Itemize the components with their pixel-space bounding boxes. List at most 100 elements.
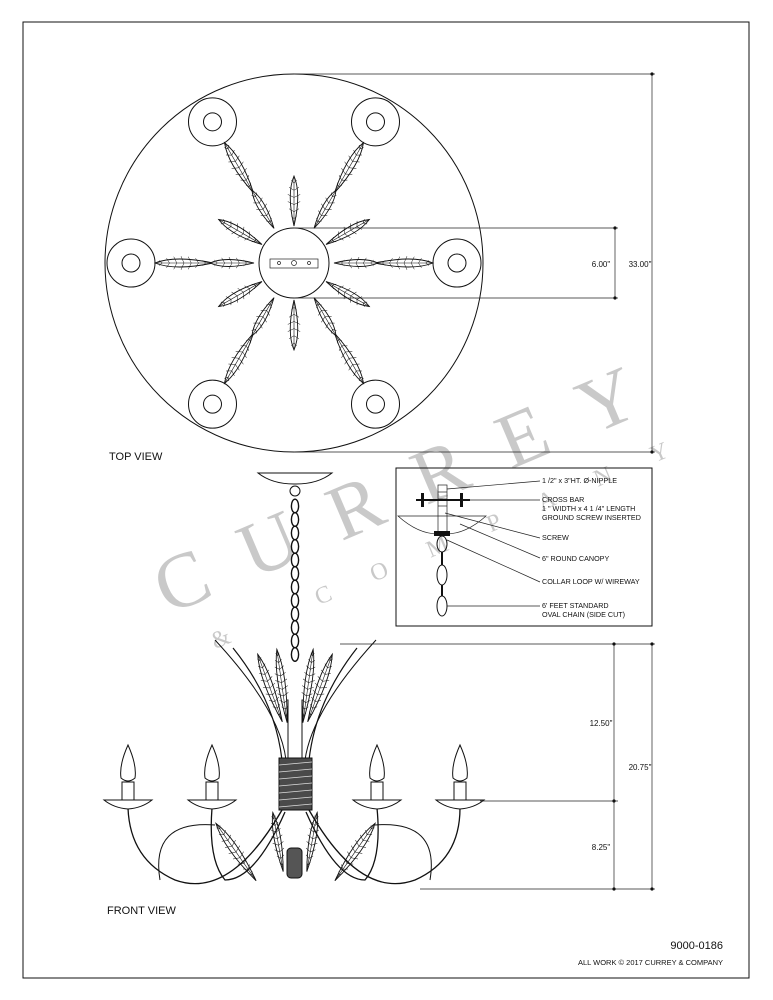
top-star-leaf-5-rib — [332, 240, 337, 243]
front-canopy-loop — [289, 485, 301, 497]
top-arm-leaf-4-rib — [246, 175, 250, 181]
front-lower-leaf-r-rib — [341, 864, 344, 870]
front-upper-leaf-l2-rib — [284, 698, 289, 703]
dim-front-dot — [612, 887, 616, 891]
top-inner-leaf-2-rib — [262, 316, 267, 323]
front-lower-leaf-cr-rib — [308, 855, 314, 859]
top-star-leaf-1-rib — [293, 306, 297, 311]
top-arm-leaf-1-rib — [348, 364, 353, 371]
top-star-leaf-3-rib — [236, 223, 238, 231]
mounting-detail: 1 /2" x 3"HT. Ø-NIPPLE CROSS BAR 1 " WID… — [395, 467, 653, 627]
front-upper-leaf-r2-rib — [303, 713, 307, 717]
front-lower-leaf-cl-rib — [277, 834, 283, 839]
dim-front-dot — [612, 642, 616, 646]
front-upper-leaf-l1-rib — [269, 700, 275, 702]
top-star-leaf-1-rib — [293, 342, 297, 347]
front-lower-leaf-l-rib — [228, 851, 237, 854]
top-inner-leaf-3-rib — [243, 259, 247, 264]
front-upper-leaf-r1-rib — [314, 682, 321, 689]
sheet-border — [22, 21, 750, 979]
front-lower-leaf-r-rib — [347, 851, 352, 858]
top-arm-leaf-2-rib — [238, 358, 244, 365]
front-upper-leaf-r2-rib — [301, 698, 306, 703]
top-star-leaf-3-rib — [231, 230, 238, 235]
top-inner-leaf-4-rib — [266, 210, 270, 216]
front-upper-leaf-l1-rib — [259, 673, 266, 675]
top-arm-leaf-2-rib — [228, 363, 236, 365]
top-inner-leaf-3-rib — [228, 256, 233, 264]
front-upper-leaf-l2-rib — [285, 705, 289, 710]
top-view-label: TOP VIEW — [109, 451, 163, 463]
top-inner-leaf-4 — [251, 189, 275, 229]
front-upper-leaf-r1-rib — [312, 689, 318, 695]
front-lower-leaf-cl-rib — [276, 828, 281, 833]
top-inner-leaf-3-rib — [221, 262, 225, 269]
top-inner-leaf-4-rib — [262, 203, 267, 210]
front-upper-leaf-l2-rib — [278, 659, 282, 663]
top-arm-leaf-0-rib — [418, 258, 422, 264]
front-upper-leaf-r2-rib — [301, 705, 305, 710]
top-arm-leaf-4-rib — [231, 167, 240, 169]
front-upper-leaf-l2-rib — [274, 673, 281, 677]
top-arm-leaf-5-rib — [359, 147, 364, 150]
front-lower-leaf-cl-rib — [280, 854, 285, 859]
dim-front-dot — [650, 887, 654, 891]
top-inner-leaf-1-rib — [325, 322, 329, 329]
top-star-leaf-4-rib — [291, 215, 295, 220]
top-arm-leaf-4-rib — [238, 161, 244, 168]
front-center-stem — [287, 700, 303, 760]
top-arm-leaf-2-rib — [240, 345, 247, 347]
leader-collar — [446, 539, 541, 583]
top-inner-leaf-4-rib — [266, 220, 271, 223]
front-upper-leaf-l1-rib — [269, 682, 276, 689]
top-inner-leaf-4-rib — [270, 217, 272, 223]
top-star-leaf-4-rib — [287, 194, 295, 198]
front-lower-leaf-cr-rib — [315, 816, 319, 820]
top-arm-leaf-2-rib — [227, 377, 230, 382]
top-star-leaf-5-rib — [350, 223, 352, 231]
front-bulb-1 — [204, 743, 220, 782]
top-star-leaf-3-rib — [249, 231, 250, 238]
front-lower-leaf-r-rib — [350, 857, 359, 860]
top-arm-leaf-2 — [223, 332, 254, 385]
top-inner-leaf-1-rib — [318, 310, 322, 316]
front-upper-leaf-l1-rib — [265, 693, 273, 696]
front-lower-leaf-cr-rib — [307, 834, 313, 839]
top-star-leaf-2-rib — [243, 292, 245, 300]
top-arm-leaf-0-rib — [382, 262, 386, 266]
top-star-leaf-2-rib — [249, 288, 250, 295]
top-candle-socket-3 — [121, 253, 141, 273]
front-upper-leaf-r2-rib — [301, 685, 308, 690]
front-upper-leaf-l2-rib — [285, 712, 288, 717]
top-arm-leaf-3-rib — [180, 256, 185, 264]
top-inner-leaf-0-rib — [348, 262, 352, 269]
top-inner-leaf-2-rib — [270, 303, 272, 309]
callout-canopy: 6" ROUND CANOPY — [542, 554, 609, 563]
top-arm-leaf-5-rib — [341, 168, 346, 175]
top-star-leaf-0-rib — [363, 301, 368, 304]
top-arm-leaf-4-rib — [246, 185, 250, 187]
copyright: ALL WORK © 2017 CURREY & COMPANY — [578, 958, 723, 967]
front-upper-leaf-l1-rib — [262, 663, 266, 668]
top-star-leaf-5-rib — [363, 222, 368, 225]
front-upper-leaf-l1 — [257, 652, 283, 723]
top-inner-leaf-1-rib — [317, 303, 322, 306]
top-view-drawing: 33.00" 6.00" — [104, 72, 655, 454]
front-lower-leaf-l-rib — [243, 868, 249, 870]
front-lower-leaf-r-rib — [360, 834, 364, 841]
front-lower-leaf-r-rib — [367, 834, 373, 836]
top-arm-leaf-5-rib — [341, 179, 348, 181]
top-arm-leaf-2-rib — [235, 364, 240, 371]
top-star-leaf-0 — [325, 281, 371, 308]
detail-chain-link — [436, 595, 448, 617]
dim-canopy-diameter: 6.00" — [592, 260, 611, 269]
front-curl-right — [304, 639, 377, 761]
top-arm-leaf-4-rib — [228, 161, 236, 163]
front-lower-leaf-r — [334, 822, 376, 881]
front-upper-leaf-l2-rib — [275, 653, 278, 657]
top-inner-leaf-5-rib — [321, 203, 326, 210]
top-arm-leaf-4 — [223, 141, 254, 194]
front-lower-leaf-r-rib — [355, 839, 360, 847]
front-upper-leaf-l2-rib — [279, 700, 285, 703]
front-upper-leaf-r1-rib — [310, 712, 314, 716]
